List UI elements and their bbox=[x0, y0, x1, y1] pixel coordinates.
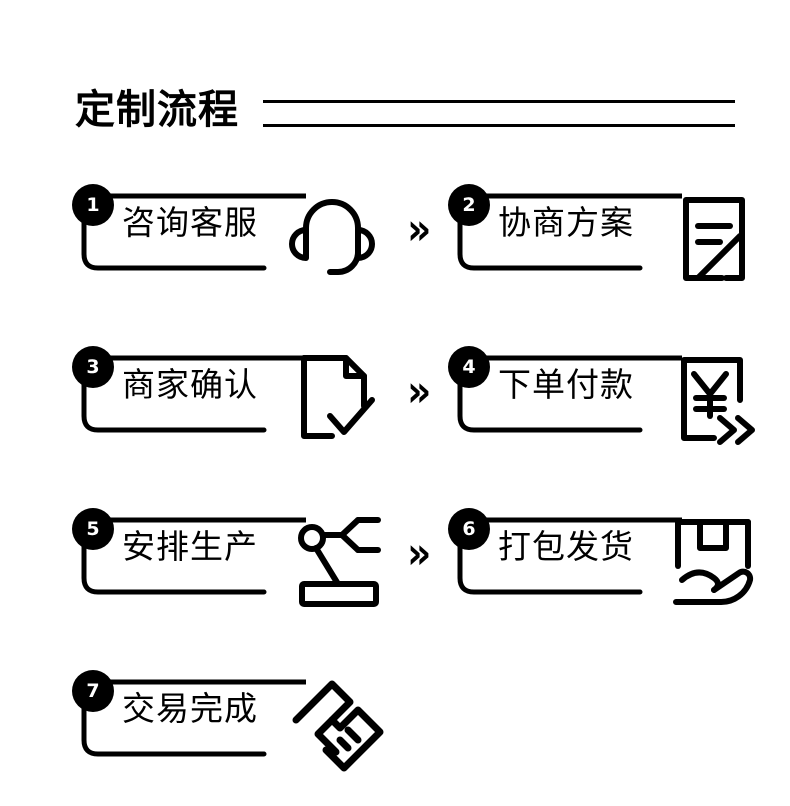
step-label: 安排生产 bbox=[122, 527, 258, 566]
step-label: 协商方案 bbox=[498, 203, 634, 242]
step-number-badge: 1 bbox=[72, 184, 114, 226]
step-label: 咨询客服 bbox=[122, 203, 258, 242]
headset-icon bbox=[288, 186, 388, 294]
handshake-icon bbox=[288, 672, 388, 780]
step-label: 商家确认 bbox=[122, 365, 258, 404]
step-number-badge: 3 bbox=[72, 346, 114, 388]
step-row-1: 1 咨询客服 » 2 bbox=[0, 178, 790, 340]
page-title: 定制流程 bbox=[75, 87, 239, 133]
step-number-badge: 4 bbox=[448, 346, 490, 388]
step-item-5[interactable]: 5 安排生产 bbox=[72, 502, 390, 622]
step-label: 交易完成 bbox=[122, 689, 258, 728]
header-rule-bottom bbox=[263, 123, 735, 127]
document-check-icon bbox=[288, 348, 388, 456]
step-item-3[interactable]: 3 商家确认 bbox=[72, 340, 390, 460]
step-number-badge: 7 bbox=[72, 670, 114, 712]
yuan-payment-icon bbox=[664, 348, 764, 456]
step-row-4: 7 交易完成 bbox=[0, 664, 790, 784]
step-item-6[interactable]: 6 打包发货 bbox=[448, 502, 766, 622]
package-hand-icon bbox=[664, 510, 764, 618]
double-chevron-arrow: » bbox=[406, 204, 432, 255]
steps-container: 1 咨询客服 » 2 bbox=[0, 178, 790, 784]
step-number-badge: 2 bbox=[448, 184, 490, 226]
step-separator-1: » bbox=[390, 178, 448, 282]
double-chevron-arrow: » bbox=[406, 528, 432, 579]
header-rule-top bbox=[263, 99, 735, 103]
step-row-2: 3 商家确认 » 4 bbox=[0, 340, 790, 502]
step-label: 下单付款 bbox=[498, 365, 634, 404]
step-label: 打包发货 bbox=[498, 527, 634, 566]
step-number-badge: 6 bbox=[448, 508, 490, 550]
step-separator-3: » bbox=[390, 502, 448, 606]
step-number-badge: 5 bbox=[72, 508, 114, 550]
step-row-3: 5 安排生产 » bbox=[0, 502, 790, 664]
robot-arm-icon bbox=[288, 510, 388, 618]
plan-document-icon bbox=[664, 186, 764, 294]
step-separator-2: » bbox=[390, 340, 448, 444]
header: 定制流程 bbox=[75, 80, 735, 142]
double-chevron-arrow: » bbox=[406, 366, 432, 417]
step-item-4[interactable]: 4 下单付款 bbox=[448, 340, 766, 460]
step-item-7[interactable]: 7 交易完成 bbox=[72, 664, 390, 784]
step-item-1[interactable]: 1 咨询客服 bbox=[72, 178, 390, 298]
step-item-2[interactable]: 2 协商方案 bbox=[448, 178, 766, 298]
header-rules bbox=[263, 96, 735, 127]
